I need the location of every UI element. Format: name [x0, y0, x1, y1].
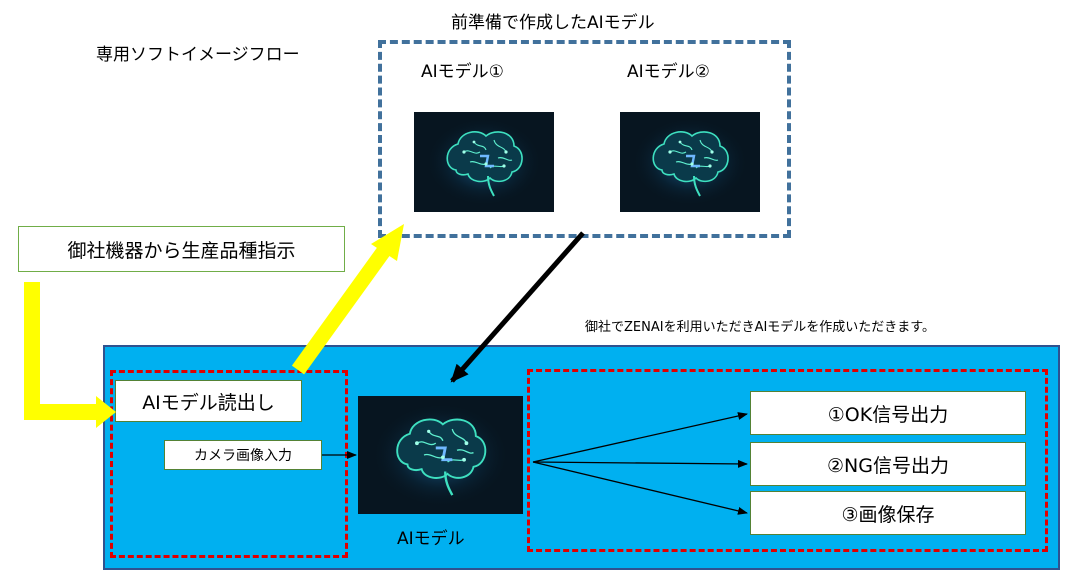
instruction-box: 御社機器から生産品種指示 [18, 226, 345, 272]
camera-input-label: カメラ画像入力 [194, 448, 292, 464]
flow-title: 専用ソフトイメージフロー [96, 45, 300, 65]
yellow-load-arrow [291, 243, 393, 375]
output-ng-label: ②NG信号出力 [827, 454, 949, 477]
input-group-box [110, 370, 348, 558]
yellow-load-arrowhead [371, 224, 404, 261]
load-model-label: AIモデル読出し [142, 391, 275, 414]
model-to-ok-arrow [532, 412, 748, 463]
model-to-save-arrow [532, 461, 748, 515]
output-save-label: ③画像保存 [841, 503, 935, 526]
output-ok-label: ①OK信号出力 [827, 403, 949, 426]
load-model-box: AIモデル読出し [115, 380, 302, 422]
models-group-title: 前準備で作成したAIモデル [451, 13, 655, 33]
instruction-text: 御社機器から生産品種指示 [67, 239, 296, 262]
output-save-box: ③画像保存 [750, 491, 1026, 535]
output-group-box [527, 369, 1048, 552]
model2-label: AIモデル② [627, 62, 710, 82]
yellow-instruction-arrow [24, 282, 100, 420]
center-model-brain-image [358, 396, 523, 514]
output-ng-box: ②NG信号出力 [750, 442, 1026, 486]
note-text: 御社でZENAIを利用いただきAIモデルを作成いただきます。 [585, 320, 935, 335]
model2-brain-image [620, 112, 760, 212]
model-select-arrow [450, 231, 585, 383]
center-model-label: AIモデル [397, 529, 465, 549]
model1-label: AIモデル① [421, 62, 504, 82]
model-to-ng-arrow [532, 459, 748, 468]
model1-brain-image [414, 112, 554, 212]
camera-input-box: カメラ画像入力 [164, 440, 322, 470]
models-group-box [378, 40, 791, 238]
yellow-instruction-arrowhead [96, 396, 116, 428]
output-ok-box: ①OK信号出力 [750, 391, 1026, 435]
